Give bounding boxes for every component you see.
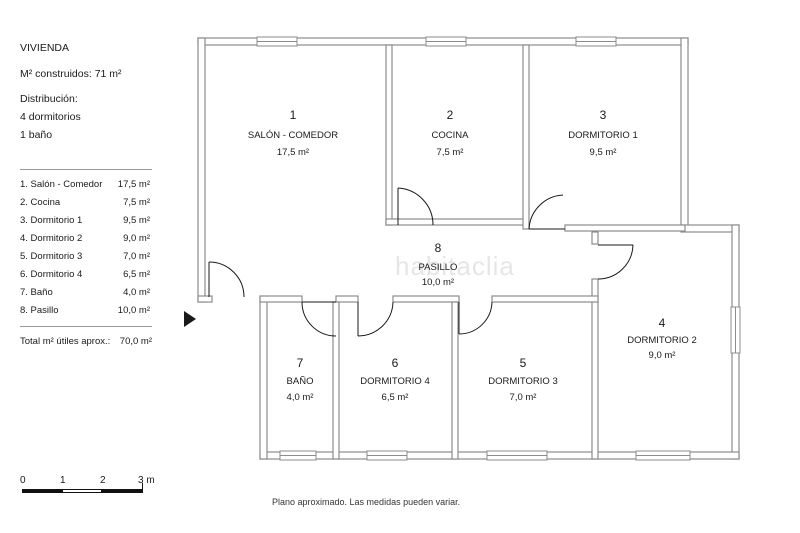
room-area: 6,5 m² — [382, 392, 409, 403]
window — [486, 450, 548, 461]
scale-label: 1 — [60, 475, 66, 486]
interior-wall — [332, 301, 340, 460]
scale-label: 0 — [20, 475, 26, 486]
scale-label: 3 m — [138, 475, 155, 486]
room-name: BAÑO — [287, 376, 314, 387]
room-name: SALÓN - COMEDOR — [248, 130, 338, 141]
room-name: DORMITORIO 3 — [488, 376, 558, 387]
interior-wall — [385, 218, 527, 226]
room-number: 5 — [520, 356, 527, 370]
room-number: 6 — [392, 356, 399, 370]
table-divider-bottom — [20, 326, 152, 327]
interior-wall — [591, 278, 599, 460]
summary-heading: VIVIENDA — [20, 42, 70, 54]
door — [208, 261, 245, 298]
room-area: 17,5 m² — [277, 147, 309, 158]
interior-wall — [259, 295, 303, 303]
distribution-label: Distribución: — [20, 93, 78, 105]
scale-label: 2 — [100, 475, 106, 486]
room-number: 8 — [435, 241, 442, 255]
disclaimer-note: Plano aproximado. Las medidas pueden var… — [272, 497, 461, 507]
exterior-wall — [197, 295, 213, 303]
bedroom-count: 4 dormitorios — [20, 111, 81, 123]
exterior-wall — [680, 37, 689, 231]
interior-wall — [491, 295, 599, 303]
table-divider-top — [20, 169, 152, 170]
window — [279, 450, 317, 461]
window — [366, 450, 408, 461]
built-area: M² construidos: 71 m² — [20, 68, 122, 80]
room-name: DORMITORIO 2 — [627, 335, 697, 346]
exterior-wall — [259, 297, 268, 460]
room-name: DORMITORIO 1 — [568, 130, 638, 141]
interior-wall — [522, 44, 530, 230]
scale-end-tick — [142, 483, 143, 493]
door — [597, 244, 634, 280]
door — [357, 301, 394, 337]
window — [730, 306, 741, 354]
exterior-wall — [197, 37, 206, 303]
room-area: 7,0 m² — [510, 392, 537, 403]
total-area-row: Total m² útiles aprox.:70,0 m² — [20, 336, 152, 347]
room-name: COCINA — [432, 130, 470, 141]
window — [256, 36, 298, 47]
door — [528, 194, 565, 230]
entrance-arrow-icon — [184, 311, 196, 327]
scale-segment — [22, 489, 62, 493]
interior-wall — [385, 44, 393, 226]
interior-wall — [591, 231, 599, 245]
door — [458, 301, 493, 335]
door — [301, 301, 337, 337]
room-name: DORMITORIO 4 — [360, 376, 430, 387]
door — [397, 187, 434, 226]
room-number: 3 — [600, 108, 607, 122]
scale-segment — [102, 489, 142, 493]
interior-wall — [451, 301, 459, 460]
window — [425, 36, 467, 47]
scale-segment — [62, 489, 102, 493]
interior-wall — [564, 224, 686, 232]
interior-wall — [335, 295, 359, 303]
room-area: 4,0 m² — [287, 392, 314, 403]
room-area: 7,5 m² — [437, 147, 464, 158]
room-area: 9,0 m² — [649, 350, 676, 361]
room-number: 4 — [659, 316, 666, 330]
exterior-wall — [680, 224, 740, 233]
interior-wall — [392, 295, 460, 303]
window — [635, 450, 691, 461]
room-area: 10,0 m² — [422, 277, 454, 288]
room-area: 9,5 m² — [590, 147, 617, 158]
room-name: PASILLO — [419, 262, 458, 273]
room-number: 1 — [290, 108, 297, 122]
watermark-logo: habitaclia — [395, 251, 515, 281]
room-number: 2 — [447, 108, 454, 122]
window — [575, 36, 617, 47]
room-number: 7 — [297, 356, 304, 370]
bathroom-count: 1 baño — [20, 129, 53, 141]
